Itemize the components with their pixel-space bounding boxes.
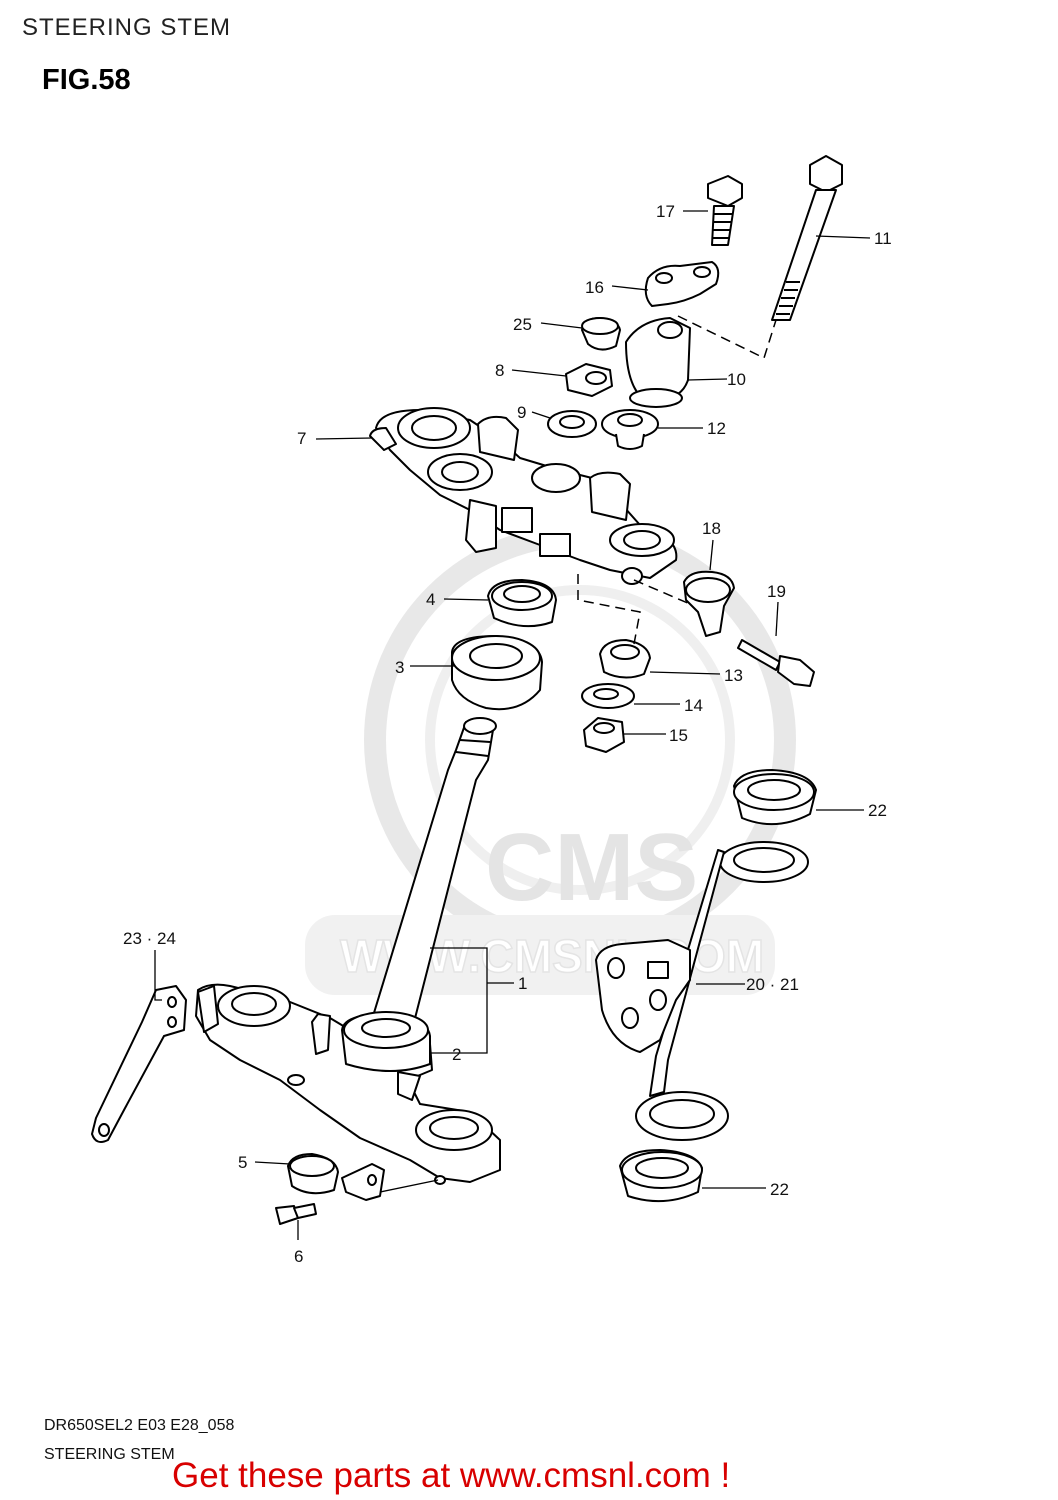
callout-12: 12 (707, 419, 726, 438)
callout-19: 19 (767, 582, 786, 601)
callout-3: 3 (395, 658, 404, 677)
part-11-long-bolt (771, 155, 843, 321)
promo-link[interactable]: Get these parts at www.cmsnl.com ! (172, 1456, 731, 1495)
callout-15: 15 (669, 726, 688, 745)
part-13-damper (599, 639, 651, 679)
part-12-cushion (601, 409, 659, 450)
part-20-21-bracket (595, 841, 809, 1141)
callout-16: 16 (585, 278, 604, 297)
part-17-bolt (707, 175, 743, 246)
part-14-washer (581, 683, 635, 709)
callout-17: 17 (656, 202, 675, 221)
callout-1: 1 (518, 974, 527, 993)
callout-9: 9 (517, 403, 526, 422)
callout-10: 10 (727, 370, 746, 389)
part-22-grommet-upper (733, 769, 817, 826)
part-2-lower-bracket (195, 983, 501, 1185)
model-code: DR650SEL2 E03 E28_058 (44, 1417, 235, 1434)
part-9-washer (547, 410, 597, 438)
callout-6: 6 (294, 1247, 303, 1266)
part-4-locknut (487, 579, 557, 628)
part-5-grommet (287, 1153, 385, 1201)
figure-label: FIG.58 (42, 64, 131, 96)
part-16-clamp (644, 261, 720, 307)
part-18-clamp (683, 570, 735, 637)
part-7-upper-bracket (369, 407, 678, 585)
part-23-24-side-bracket (91, 985, 187, 1143)
part-6-screw (275, 1203, 317, 1225)
callout-5: 5 (238, 1153, 247, 1172)
part-3-bearing (451, 635, 543, 711)
callout-20-21: 20 · 21 (746, 975, 799, 994)
callout-22-lower: 22 (770, 1180, 789, 1199)
page-title: STEERING STEM (22, 14, 232, 41)
callout-13: 13 (724, 666, 743, 685)
callout-7: 7 (297, 429, 306, 448)
part-8-nut (565, 363, 613, 397)
callout-14: 14 (684, 696, 703, 715)
callout-2: 2 (452, 1045, 461, 1064)
callout-22-upper: 22 (868, 801, 887, 820)
callout-11: 11 (874, 229, 892, 248)
callout-18: 18 (702, 519, 721, 538)
part-25-cap (581, 317, 621, 351)
footer-subtitle: STEERING STEM (44, 1446, 175, 1463)
part-10-holder (625, 317, 691, 408)
part-19-bolt (737, 639, 815, 687)
part-15-nut (583, 717, 625, 753)
callout-23-24: 23 · 24 (123, 929, 176, 948)
callout-4: 4 (426, 590, 435, 609)
watermark-brand: CMS (485, 814, 698, 921)
leader-lines (154, 210, 871, 1240)
callout-25: 25 (513, 315, 532, 334)
callout-labels: 17 11 16 25 8 10 9 12 7 18 19 4 3 13 14 … (123, 202, 892, 1266)
part-22-grommet-lower (619, 1149, 703, 1203)
callout-8: 8 (495, 361, 504, 380)
